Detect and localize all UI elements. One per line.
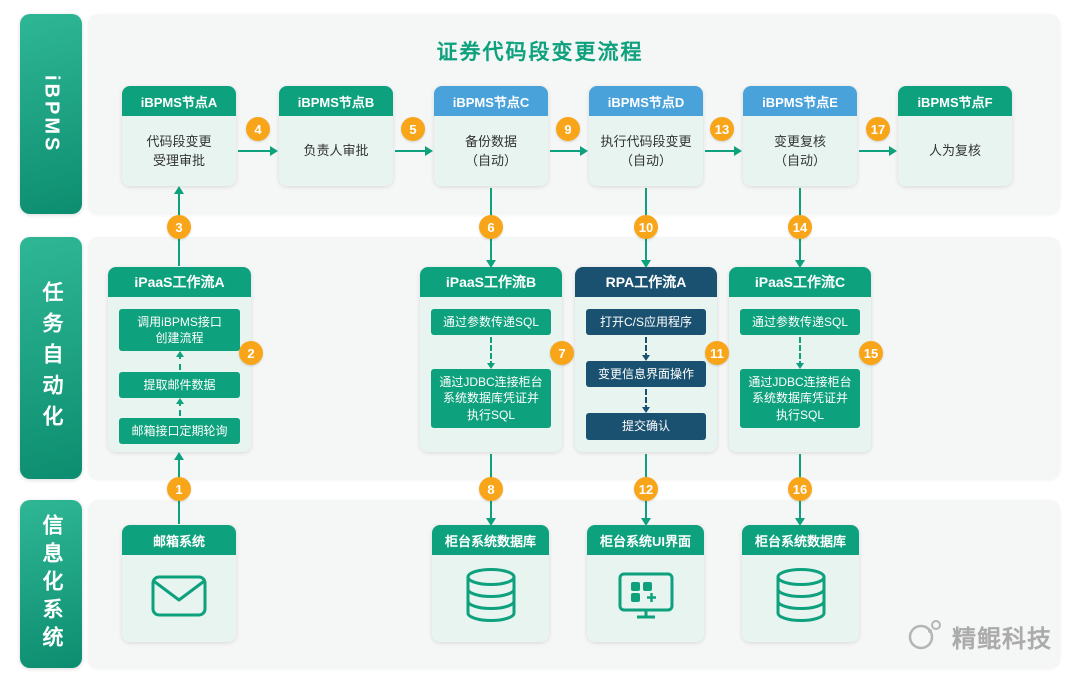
workflow-step: 打开C/S应用程序	[586, 309, 706, 336]
brand-name: 精鲲科技	[952, 626, 1052, 653]
system-header: 邮箱系统	[122, 525, 236, 555]
step-badge-6: 6	[479, 215, 503, 239]
ibpms-node-a: iBPMS节点A 代码段变更 受理审批	[122, 86, 236, 186]
step-badge-8: 8	[479, 477, 503, 501]
lane-label-ibpms: iBPMS	[20, 14, 82, 214]
workflow-header: RPA工作流A	[575, 267, 717, 297]
database-icon	[464, 567, 518, 630]
ibpms-node-c: iBPMS节点C 备份数据 （自动）	[434, 86, 548, 186]
workflow-step: 调用iBPMS接口 创建流程	[119, 309, 240, 352]
arrow-right-icon	[705, 146, 742, 156]
step-badge-3: 3	[167, 215, 191, 239]
step-badge-13: 13	[710, 117, 734, 141]
dashed-arrow-up-icon	[175, 351, 184, 370]
system-body	[432, 555, 549, 642]
lane-label-text: 信息化系统	[40, 514, 63, 654]
dashed-arrow-down-icon	[796, 337, 804, 370]
system-header: 柜台系统数据库	[742, 525, 859, 555]
brand-watermark: 精鲲科技	[904, 616, 1052, 657]
workflow-ipaas-b: iPaaS工作流B 通过参数传递SQL 通过JDBC连接柜台 系统数据库凭证并 …	[420, 267, 562, 452]
system-body	[742, 555, 859, 642]
system-counter-ui: 柜台系统UI界面	[587, 525, 704, 642]
database-icon	[774, 567, 828, 630]
system-body	[122, 555, 236, 642]
node-header: iBPMS节点D	[589, 86, 703, 116]
step-badge-15: 15	[859, 341, 883, 365]
lane-label-text: iBPMS	[40, 74, 63, 154]
step-badge-5: 5	[401, 117, 425, 141]
workflow-ipaas-a: iPaaS工作流A 调用iBPMS接口 创建流程 提取邮件数据 邮箱接口定期轮询	[108, 267, 251, 452]
system-body	[587, 555, 704, 642]
dashed-arrow-down-icon	[642, 337, 650, 362]
workflow-step: 变更信息界面操作	[586, 361, 706, 388]
step-badge-1: 1	[167, 477, 191, 501]
workflow-body: 通过参数传递SQL 通过JDBC连接柜台 系统数据库凭证并 执行SQL	[729, 297, 871, 452]
lane-label-task-automation: 任务自动化	[20, 237, 82, 479]
step-badge-11: 11	[705, 341, 729, 365]
ibpms-node-f: iBPMS节点F 人为复核	[898, 86, 1012, 186]
node-body: 负责人审批	[279, 116, 393, 186]
step-badge-16: 16	[788, 477, 812, 501]
arrow-right-icon	[550, 146, 588, 156]
diagram-title: 证券代码段变更流程	[436, 41, 644, 64]
workflow-body: 调用iBPMS接口 创建流程 提取邮件数据 邮箱接口定期轮询	[108, 297, 251, 452]
node-header: iBPMS节点E	[743, 86, 857, 116]
ibpms-node-b: iBPMS节点B 负责人审批	[279, 86, 393, 186]
system-mailbox: 邮箱系统	[122, 525, 236, 642]
arrow-right-icon	[395, 146, 433, 156]
workflow-step: 通过参数传递SQL	[431, 309, 551, 336]
workflow-step: 提取邮件数据	[119, 371, 240, 398]
lane-label-info-systems: 信息化系统	[20, 500, 82, 668]
workflow-step: 提交确认	[586, 413, 706, 440]
node-body: 代码段变更 受理审批	[122, 116, 236, 186]
brand-logo-icon	[904, 616, 946, 657]
step-badge-4: 4	[246, 117, 270, 141]
lane-label-text: 任务自动化	[40, 280, 63, 436]
workflow-rpa-a: RPA工作流A 打开C/S应用程序 变更信息界面操作 提交确认	[575, 267, 717, 452]
node-body: 备份数据 （自动）	[434, 116, 548, 186]
workflow-ipaas-c: iPaaS工作流C 通过参数传递SQL 通过JDBC连接柜台 系统数据库凭证并 …	[729, 267, 871, 452]
workflow-step: 通过JDBC连接柜台 系统数据库凭证并 执行SQL	[740, 369, 860, 428]
workflow-step: 邮箱接口定期轮询	[119, 417, 240, 444]
ui-screen-icon	[617, 571, 675, 626]
system-counter-database-1: 柜台系统数据库	[432, 525, 549, 642]
workflow-header: iPaaS工作流A	[108, 267, 251, 297]
system-header: 柜台系统数据库	[432, 525, 549, 555]
node-header: iBPMS节点B	[279, 86, 393, 116]
system-header: 柜台系统UI界面	[587, 525, 704, 555]
workflow-header: iPaaS工作流B	[420, 267, 562, 297]
ibpms-node-d: iBPMS节点D 执行代码段变更 （自动）	[589, 86, 703, 186]
step-badge-17: 17	[866, 117, 890, 141]
workflow-body: 通过参数传递SQL 通过JDBC连接柜台 系统数据库凭证并 执行SQL	[420, 297, 562, 452]
step-badge-14: 14	[788, 215, 812, 239]
arrow-right-icon	[238, 146, 278, 156]
dashed-arrow-down-icon	[642, 389, 650, 414]
workflow-step: 通过JDBC连接柜台 系统数据库凭证并 执行SQL	[431, 369, 551, 428]
step-badge-10: 10	[634, 215, 658, 239]
dashed-arrow-down-icon	[487, 337, 495, 370]
step-badge-12: 12	[634, 477, 658, 501]
node-body: 人为复核	[898, 116, 1012, 186]
step-badge-7: 7	[550, 341, 574, 365]
step-badge-2: 2	[239, 341, 263, 365]
node-header: iBPMS节点C	[434, 86, 548, 116]
workflow-step: 通过参数传递SQL	[740, 309, 860, 336]
node-header: iBPMS节点A	[122, 86, 236, 116]
lane-info-systems	[88, 500, 1060, 668]
arrow-right-icon	[859, 146, 897, 156]
node-header: iBPMS节点F	[898, 86, 1012, 116]
node-body: 执行代码段变更 （自动）	[589, 116, 703, 186]
node-body: 变更复核 （自动）	[743, 116, 857, 186]
step-badge-9: 9	[556, 117, 580, 141]
ibpms-node-e: iBPMS节点E 变更复核 （自动）	[743, 86, 857, 186]
mail-icon	[150, 574, 208, 623]
workflow-body: 打开C/S应用程序 变更信息界面操作 提交确认	[575, 297, 717, 452]
system-counter-database-2: 柜台系统数据库	[742, 525, 859, 642]
dashed-arrow-up-icon	[175, 397, 184, 416]
workflow-header: iPaaS工作流C	[729, 267, 871, 297]
